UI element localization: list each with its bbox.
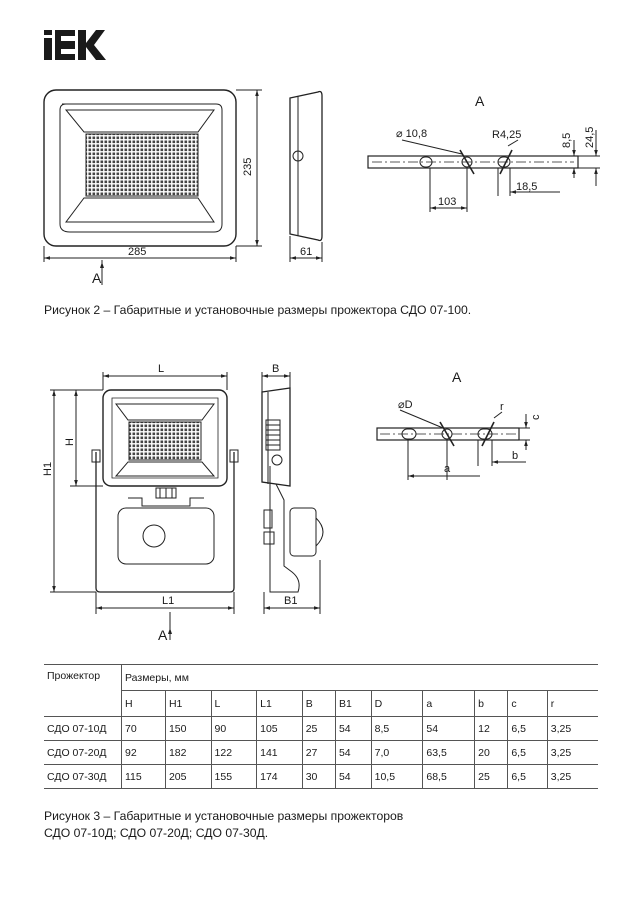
table-cell: 3,25 (546, 740, 598, 765)
fig2-side-housing (289, 90, 323, 242)
col-header-b: b (474, 690, 508, 717)
table-cell: 54 (334, 716, 372, 741)
row-product-name: СДО 07-20Д (44, 740, 122, 765)
table-cell: 27 (301, 740, 336, 765)
col-header-H: H (121, 690, 166, 717)
group-header: Размеры, мм (121, 664, 598, 691)
fig3-B1-label: B1 (284, 595, 297, 607)
fig2-dim-24-5-label: 24,5 (584, 127, 596, 148)
table-cell: 141 (256, 740, 303, 765)
fig2-front-housing (43, 89, 237, 247)
fig2-dim-103-label: 103 (438, 196, 456, 208)
table-cell: 92 (121, 740, 166, 765)
table-cell: 105 (256, 716, 303, 741)
fig3-L1-label: L1 (162, 595, 174, 607)
fig2-hole-label: ⌀ 10,8 (396, 128, 427, 140)
col-header-H1: H1 (164, 690, 212, 717)
dimensions-table: Прожектор Размеры, мм H H1 L L1 B B1 D a… (44, 664, 598, 789)
fig3-hole-label: ⌀D (398, 399, 413, 411)
fig3-H1-label: H1 (42, 462, 54, 476)
fig3-B-label: B (272, 363, 279, 375)
table-cell: 3,25 (546, 716, 598, 741)
table-cell: 63,5 (422, 740, 475, 765)
table-cell: 182 (164, 740, 212, 765)
row-product-name: СДО 07-10Д (44, 716, 122, 741)
iek-logo (44, 30, 106, 60)
fig2-dim-18-5-label: 18,5 (516, 181, 537, 193)
table-row: СДО 07-30Д 115 205 155 174 30 54 10,5 68… (44, 764, 598, 789)
table-row: СДО 07-10Д 70 150 90 105 25 54 8,5 54 12… (44, 716, 598, 741)
figure2-caption: Рисунок 2 – Габаритные и установочные ра… (44, 303, 472, 317)
table-cell: 68,5 (422, 764, 475, 789)
table-cell: 150 (164, 716, 212, 741)
figure3-caption-line1: Рисунок 3 – Габаритные и установочные ра… (44, 809, 404, 823)
table-cell: 6,5 (507, 740, 548, 765)
table-cell: 122 (210, 740, 257, 765)
fig3-view-a-label: A (158, 627, 168, 643)
table-cell: 54 (334, 764, 372, 789)
table-cell: 6,5 (507, 716, 548, 741)
table-cell: 115 (121, 764, 166, 789)
table-row: СДО 07-20Д 92 182 122 141 27 54 7,0 63,5… (44, 740, 598, 765)
col-header-L: L (210, 690, 257, 717)
table-cell: 54 (422, 716, 475, 741)
table-cell: 6,5 (507, 764, 548, 789)
row-product-name: СДО 07-30Д (44, 764, 122, 789)
column-header-row: H H1 L L1 B B1 D a b c r (44, 690, 598, 717)
table-cell: 155 (210, 764, 257, 789)
fig3-b-label: b (512, 450, 518, 462)
table-cell: 70 (121, 716, 166, 741)
fig3-a-label: a (444, 463, 451, 475)
table-cell: 30 (301, 764, 336, 789)
fig3-L-label: L (158, 363, 164, 375)
table-cell: 3,25 (546, 764, 598, 789)
fig3-r-label: r (500, 401, 504, 413)
col-product-header: Прожектор (44, 664, 122, 717)
fig2-height-label: 235 (242, 158, 254, 176)
table-cell: 25 (474, 764, 508, 789)
table-cell: 8,5 (370, 716, 423, 741)
col-header-c: c (507, 690, 548, 717)
fig3-c-label: c (530, 414, 542, 420)
table-cell: 25 (301, 716, 336, 741)
table-cell: 12 (474, 716, 508, 741)
table-cell: 20 (474, 740, 508, 765)
fig3-bracket (376, 427, 520, 441)
fig3-H-label: H (64, 438, 76, 446)
fig3-bracket-view-label: A (452, 369, 462, 385)
table-cell: 205 (164, 764, 212, 789)
figure3-drawing: L L1 H H1 A B B1 A ⌀D r c a b (42, 363, 542, 643)
fig2-radius-label: R4,25 (492, 129, 521, 141)
fig3-front-housing (102, 389, 228, 487)
figure2-drawing: 285 235 A 61 A ⌀ 10,8 R4,25 103 18,5 8,5… (43, 89, 600, 286)
col-header-r: r (546, 690, 598, 717)
col-header-B1: B1 (334, 690, 372, 717)
col-header-B: B (301, 690, 336, 717)
fig3-motion-sensor (117, 507, 215, 565)
col-header-D: D (370, 690, 423, 717)
table-cell: 10,5 (370, 764, 423, 789)
table-cell: 7,0 (370, 740, 423, 765)
fig3-side-housing (261, 387, 291, 487)
table-cell: 90 (210, 716, 257, 741)
figure3-caption-line2: СДО 07-10Д; СДО 07-20Д; СДО 07-30Д. (44, 826, 269, 840)
col-header-a: a (422, 690, 475, 717)
fig2-bracket (367, 155, 579, 169)
fig2-dim-8-5-label: 8,5 (561, 133, 573, 148)
fig2-view-a-label: A (92, 270, 102, 286)
fig2-depth-label: 61 (300, 246, 312, 258)
figure3-caption: Рисунок 3 – Габаритные и установочные ра… (44, 808, 403, 842)
fig2-width-label: 285 (128, 246, 146, 258)
col-header-L1: L1 (256, 690, 303, 717)
fig2-bracket-view-label: A (475, 93, 485, 109)
table-cell: 54 (334, 740, 372, 765)
table-cell: 174 (256, 764, 303, 789)
